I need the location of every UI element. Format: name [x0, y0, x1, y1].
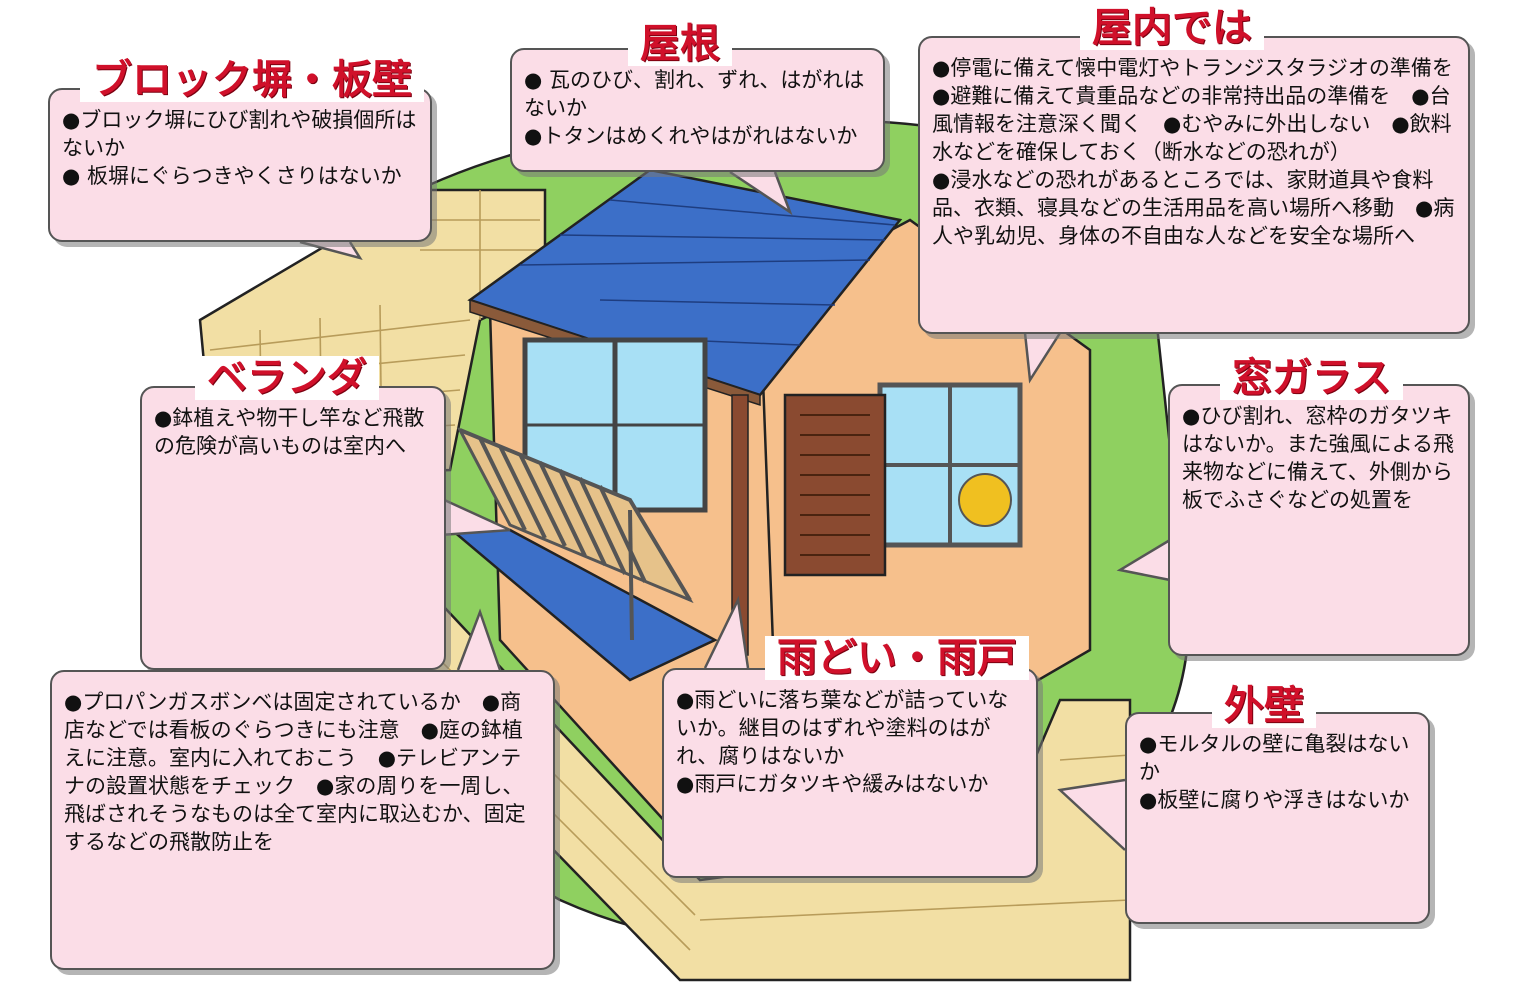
callout-pointers — [299, 170, 1171, 851]
callout-outer-wall-body: ●モルタルの壁に亀裂はないか ●板壁に腐りや浮きはないか — [1139, 732, 1410, 812]
callout-indoors-body: ●停電に備えて懐中電灯やトランジスタラジオの準備を ●避難に備えて貴重品などの非… — [932, 56, 1455, 248]
callout-block-wall-body: ●ブロック塀にひび割れや破損個所はないか ● 板塀にぐらつきやくさりはないか — [62, 108, 417, 188]
title-roof: 屋根 — [628, 22, 732, 66]
title-window-glass: 窓ガラス — [1220, 356, 1404, 400]
callout-gutter-shutter: ●雨どいに落ち葉などが詰っていないか。継目のはずれや塗料のはがれ、腐りはないか … — [662, 668, 1038, 878]
side-window — [877, 382, 1023, 548]
callout-gutter-shutter-body: ●雨どいに落ち葉などが詰っていないか。継目のはずれや塗料のはがれ、腐りはないか … — [676, 688, 1009, 796]
title-outer-wall: 外壁 — [1212, 684, 1316, 728]
callout-veranda: ●鉢植えや物干し竿など飛散の危険が高いものは室内へ — [140, 386, 446, 670]
title-veranda: ベランダ — [195, 356, 379, 400]
title-gutter-shutter: 雨どい・雨戸 — [765, 636, 1029, 680]
veranda — [435, 427, 718, 682]
title-block-wall: ブロック塀・板壁 — [80, 58, 424, 102]
callout-roof: ● 瓦のひび、割れ、ずれ、はがれはないか ●トタンはめくれやはがれはないか — [510, 48, 885, 172]
callout-yard: ●プロパンガスボンベは固定されているか ●商店などでは看板のぐらつきにも注意 ●… — [50, 670, 555, 970]
callout-yard-body: ●プロパンガスボンベは固定されているか ●商店などでは看板のぐらつきにも注意 ●… — [64, 690, 526, 854]
storm-shutter — [783, 393, 887, 577]
title-indoors: 屋内では — [1080, 6, 1264, 50]
callout-indoors: ●停電に備えて懐中電灯やトランジスタラジオの準備を ●避難に備えて貴重品などの非… — [918, 36, 1470, 334]
callout-outer-wall: ●モルタルの壁に亀裂はないか ●板壁に腐りや浮きはないか — [1125, 712, 1430, 924]
callout-block-wall: ●ブロック塀にひび割れや破損個所はないか ● 板塀にぐらつきやくさりはないか — [48, 88, 432, 242]
callout-roof-body: ● 瓦のひび、割れ、ずれ、はがれはないか ●トタンはめくれやはがれはないか — [524, 68, 865, 148]
callout-veranda-body: ●鉢植えや物干し竿など飛散の危険が高いものは室内へ — [154, 406, 425, 458]
callout-window-glass-body: ●ひび割れ、窓枠のガタツキはないか。また強風による飛来物などに備えて、外側から板… — [1182, 404, 1454, 512]
callout-window-glass: ●ひび割れ、窓枠のガタツキはないか。また強風による飛来物などに備えて、外側から板… — [1168, 384, 1470, 656]
